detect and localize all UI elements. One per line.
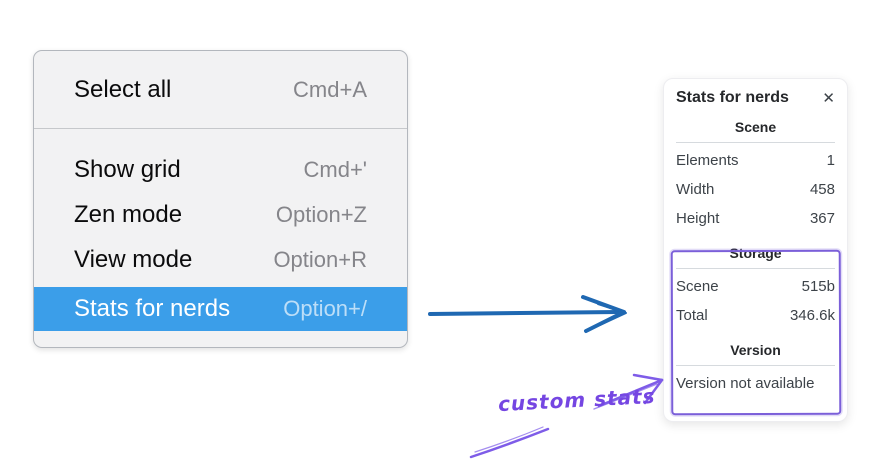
menu-item-shortcut: Cmd+A — [293, 76, 367, 102]
annotation-label: custom stats — [497, 383, 657, 417]
stat-label: Width — [676, 181, 715, 198]
menu-item-label: Stats for nerds — [74, 295, 231, 322]
menu-item-show-grid[interactable]: Show grid Cmd+' — [34, 147, 407, 192]
stat-row-storage-total: Total 346.6k — [676, 301, 835, 330]
section-divider — [676, 142, 835, 143]
flow-arrow-icon — [428, 295, 627, 333]
stat-row-height: Height 367 — [676, 204, 835, 233]
section-divider — [676, 268, 835, 269]
context-menu: Select all Cmd+A Show grid Cmd+' Zen mod… — [33, 50, 408, 348]
stats-panel-title: Stats for nerds — [676, 89, 789, 106]
stat-label: Total — [676, 307, 708, 324]
stat-label: Elements — [676, 152, 739, 169]
version-note: Version not available — [676, 375, 815, 392]
menu-item-label: View mode — [74, 245, 193, 273]
menu-item-select-all[interactable]: Select all Cmd+A — [34, 51, 407, 128]
menu-item-shortcut: Option+/ — [283, 296, 367, 321]
stat-row-width: Width 458 — [676, 175, 835, 204]
stat-value: 346.6k — [789, 307, 835, 324]
stat-value: 515b — [801, 278, 835, 295]
menu-item-shortcut: Option+Z — [275, 201, 367, 227]
section-heading-storage: Storage — [729, 245, 782, 261]
menu-item-label: Select all — [74, 75, 172, 103]
stat-value: 367 — [809, 210, 835, 227]
section-heading-scene: Scene — [734, 119, 777, 135]
menu-item-view-mode[interactable]: View mode Option+R — [34, 237, 407, 282]
menu-item-shortcut: Option+R — [273, 246, 367, 272]
menu-item-label: Zen mode — [74, 200, 183, 228]
menu-item-label: Show grid — [74, 155, 181, 183]
stat-value: 1 — [826, 152, 835, 169]
menu-item-shortcut: Cmd+' — [303, 156, 368, 182]
menu-item-stats-for-nerds[interactable]: Stats for nerds Option+/ — [34, 287, 407, 331]
stat-row-storage-scene: Scene 515b — [676, 272, 835, 301]
section-heading-version: Version — [730, 342, 781, 358]
menu-divider — [34, 128, 407, 129]
stat-value: 458 — [809, 181, 835, 198]
close-icon[interactable]: ✕ — [822, 89, 835, 107]
stats-panel-header: Stats for nerds ✕ — [676, 89, 835, 107]
stats-panel: Stats for nerds ✕ Scene Elements 1 Width… — [663, 78, 848, 422]
menu-item-zen-mode[interactable]: Zen mode Option+Z — [34, 192, 407, 237]
menu-section: Show grid Cmd+' Zen mode Option+Z View m… — [34, 129, 407, 331]
stat-label: Height — [676, 210, 720, 227]
stat-label: Scene — [676, 278, 719, 295]
section-divider — [676, 365, 835, 366]
stat-row-elements: Elements 1 — [676, 146, 835, 175]
